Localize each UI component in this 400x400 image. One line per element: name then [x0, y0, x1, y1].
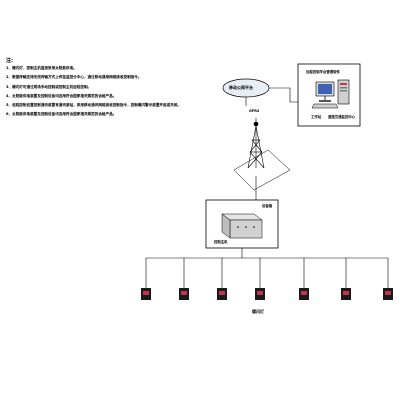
strobe-light-6: [341, 288, 351, 300]
note-line-2: 2、数据传输支持无线传输方式上传至监控分中心，通过移动通用网络接收控制指令。: [6, 75, 142, 80]
strobe-light-4: [255, 288, 265, 300]
monitoring-center-label: 道路交通监控中心: [328, 115, 356, 119]
strobe-light-5: [299, 288, 309, 300]
notes-title: 注:: [6, 58, 13, 64]
strobe-light-2: [179, 288, 189, 300]
workstation-label: 工作站: [311, 115, 322, 119]
strobe-light-drops: [145, 258, 389, 288]
note-line-5: 5、远程控制设置控制通讯装置有通讯基站，采用移动通讯网络接收控制指令，控制爆闪警…: [6, 103, 181, 108]
note-line-3: 3、爆闪灯可通过现场手动控制或控制主机远程控制。: [6, 84, 92, 89]
link-network-center: [269, 87, 298, 103]
control-host-label: 控制主机: [214, 240, 228, 244]
note-line-1: 1、爆闪灯、控制主机直接采用太阳能供电。: [6, 66, 77, 70]
device-box-label: 设备箱: [262, 204, 273, 208]
control-host-icon: [221, 213, 263, 239]
mobile-network-label: 移动公网平台: [229, 85, 253, 90]
strobe-light-label: 爆闪灯: [252, 309, 264, 314]
note-line-6: 6、太阳能供电装置及控制设备均选用符合国家相关规范的合格产品。: [6, 112, 117, 117]
strobe-light-3: [217, 288, 227, 300]
platform-title-label: 远程控制平台管理软件: [306, 70, 340, 74]
strobe-light-1: [141, 288, 151, 300]
strobe-light-7: [383, 288, 393, 300]
note-line-4: 4、太阳能供电装置及控制设备均选用符合国家相关规范的合格产品。: [6, 93, 117, 98]
gprs-tower-icon: [233, 121, 291, 191]
notes-block: 注: 1、爆闪灯、控制主机直接采用太阳能供电。 2、数据传输支持无线传输方式上传…: [6, 58, 296, 120]
gprs-label: GPRS: [249, 109, 260, 113]
workstation-icon: [311, 79, 350, 109]
